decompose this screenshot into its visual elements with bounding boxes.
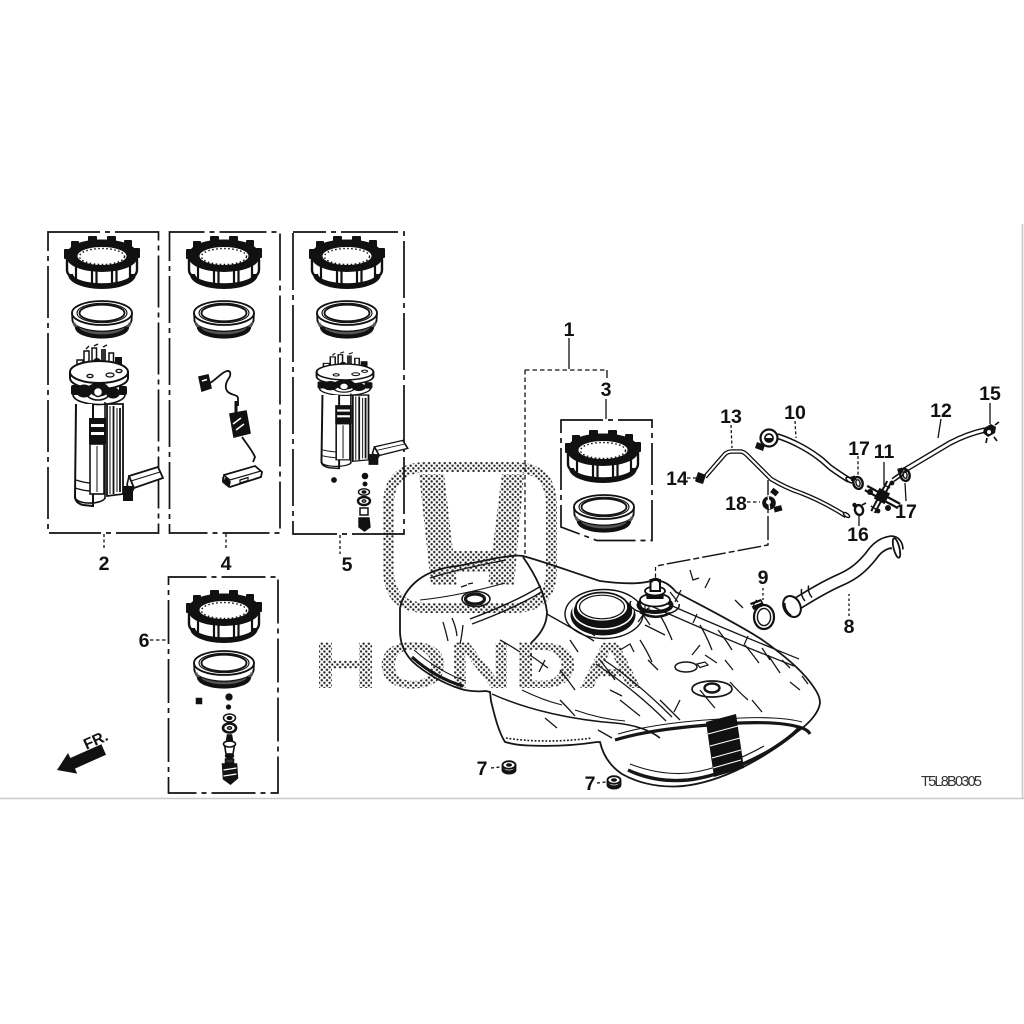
svg-text:10: 10 [784, 402, 806, 424]
svg-text:T5L8B0305: T5L8B0305 [921, 774, 982, 790]
svg-text:3: 3 [601, 379, 612, 401]
svg-text:13: 13 [720, 406, 742, 428]
svg-text:5: 5 [342, 554, 353, 576]
svg-text:14: 14 [666, 468, 688, 490]
svg-text:6: 6 [139, 630, 150, 652]
svg-text:11: 11 [874, 441, 895, 463]
svg-text:1: 1 [564, 319, 575, 341]
svg-text:FR.: FR. [81, 728, 111, 754]
svg-text:17: 17 [895, 501, 917, 523]
svg-text:8: 8 [844, 616, 855, 638]
svg-text:7: 7 [477, 758, 488, 780]
svg-text:12: 12 [930, 400, 952, 422]
svg-text:9: 9 [758, 567, 769, 589]
svg-text:15: 15 [979, 383, 1001, 405]
svg-text:2: 2 [99, 553, 110, 575]
svg-text:16: 16 [847, 524, 869, 546]
svg-text:HONDA: HONDA [313, 628, 643, 702]
svg-text:4: 4 [221, 553, 232, 575]
svg-text:17: 17 [848, 438, 870, 460]
svg-text:18: 18 [725, 493, 747, 515]
svg-text:7: 7 [585, 773, 596, 795]
